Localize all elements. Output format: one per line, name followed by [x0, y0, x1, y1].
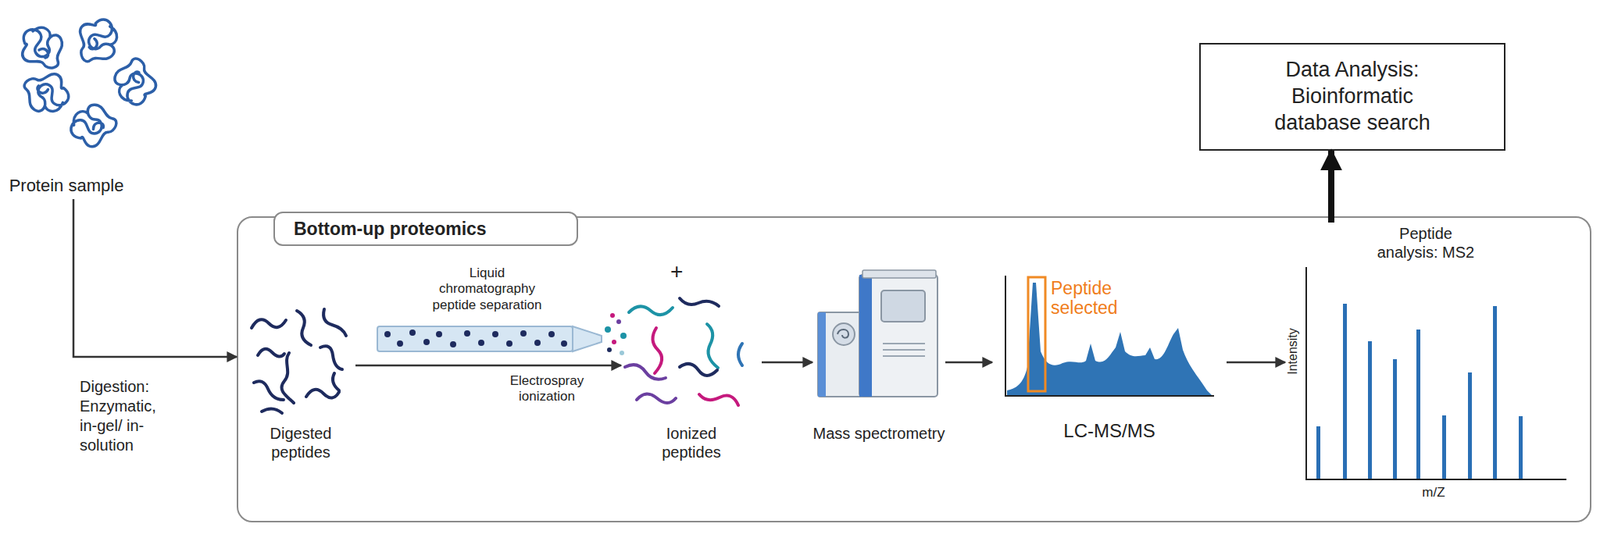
- flow-arrow: [945, 361, 993, 365]
- selection-box: [1028, 277, 1046, 392]
- spectrum-bars: [1316, 303, 1523, 480]
- protein-blob: [71, 15, 124, 67]
- peptide-strand: [332, 373, 340, 391]
- box-text: Data Analysis: Bioinformatic database se…: [1246, 57, 1458, 136]
- axis-label: Intensity: [1285, 320, 1300, 383]
- protein-blob: [107, 53, 164, 111]
- instrument-unit: [817, 312, 864, 397]
- ion-strand: [652, 328, 662, 374]
- peptide-strand: [320, 346, 343, 370]
- node-caption: Protein sample: [7, 175, 125, 197]
- node-caption: Digested peptides: [246, 424, 356, 462]
- workflow-frame: Bottom-up proteomicsDigested peptidesIon…: [236, 216, 1592, 523]
- flow-arrow: [355, 364, 622, 368]
- ion-strand: [699, 394, 739, 406]
- charge-sign: +: [670, 260, 683, 283]
- instrument-group: Mass spectrometry: [812, 265, 946, 446]
- instrument-window: [832, 323, 855, 346]
- ion-strand: [707, 324, 718, 368]
- node-caption: Ionized peptides: [636, 424, 747, 462]
- spray-droplets: [604, 313, 627, 356]
- step-note: Electrospray ionization: [500, 373, 594, 406]
- peptide-strand: [257, 349, 285, 358]
- protein-blob: [65, 98, 121, 154]
- selection-label: Peptide selected: [1050, 278, 1137, 319]
- instrument-panel: [817, 312, 826, 397]
- chart-axes: [1005, 275, 1215, 397]
- instrument-vents: [882, 343, 925, 357]
- process-box: Data Analysis: Bioinformatic database se…: [1199, 42, 1506, 151]
- peptide-strand: [296, 310, 311, 346]
- result-arrow: [1328, 150, 1335, 223]
- mass-spectrometer: [817, 270, 938, 397]
- instrument-window: [881, 290, 925, 322]
- digested-peptides: [251, 309, 347, 414]
- chart-title: Peptide analysis: MS2: [1371, 224, 1481, 262]
- spectrum-chart: Peptide analysis: MS2Intensity m/Z: [1285, 222, 1579, 508]
- edge-label: Liquid chromatography peptide separation: [426, 265, 548, 314]
- node-caption: Mass spectrometry: [796, 424, 961, 443]
- instrument-panel: [859, 275, 872, 397]
- ion-strand: [738, 343, 743, 366]
- column-body: [377, 326, 573, 352]
- peptide-strand: [253, 381, 284, 400]
- peptide-strand: [251, 319, 286, 329]
- lc-column: [377, 313, 627, 356]
- peptide-strand: [282, 353, 294, 404]
- chromatogram-chart: Peptide selectedLC-MS/MS: [992, 269, 1227, 446]
- instrument-cap: [862, 270, 936, 279]
- frame-tab: Bottom-up proteomics: [273, 211, 579, 247]
- lc-chromatogram: [1005, 275, 1215, 397]
- instrument-swirl: [837, 329, 849, 339]
- ion-strand: [625, 364, 666, 380]
- ion-strand: [679, 298, 719, 307]
- ion-strand: [679, 364, 718, 376]
- edge-label: Digestion: Enzymatic, in-gel/ in-solutio…: [79, 377, 168, 456]
- protein-blobs: [18, 15, 163, 154]
- flow-arrow: [73, 199, 237, 358]
- sample-group: Protein sample: [7, 15, 157, 200]
- axis-label: m/Z: [1410, 485, 1458, 501]
- flow-arrow: [761, 361, 813, 365]
- peptide-strand: [261, 408, 283, 414]
- chart-axes: [1306, 267, 1567, 480]
- column-tip: [572, 326, 602, 352]
- peptide-strand: [323, 309, 347, 336]
- ionized-peptides: [625, 298, 743, 406]
- column-beads: [384, 329, 568, 348]
- peptide-strand: [306, 389, 340, 399]
- protein-blob: [18, 65, 74, 121]
- instrument-unit: [859, 275, 938, 397]
- ms2-spectrum: [1306, 267, 1567, 480]
- chart-caption: LC-MS/MS: [992, 420, 1227, 443]
- protein-blob: [22, 27, 63, 68]
- flow-arrow: [1226, 361, 1286, 365]
- peptide-group: Digested peptides: [246, 300, 356, 458]
- ion-group: Ionized peptides: [621, 269, 762, 458]
- ion-strand: [636, 393, 676, 404]
- ion-strand: [628, 306, 673, 315]
